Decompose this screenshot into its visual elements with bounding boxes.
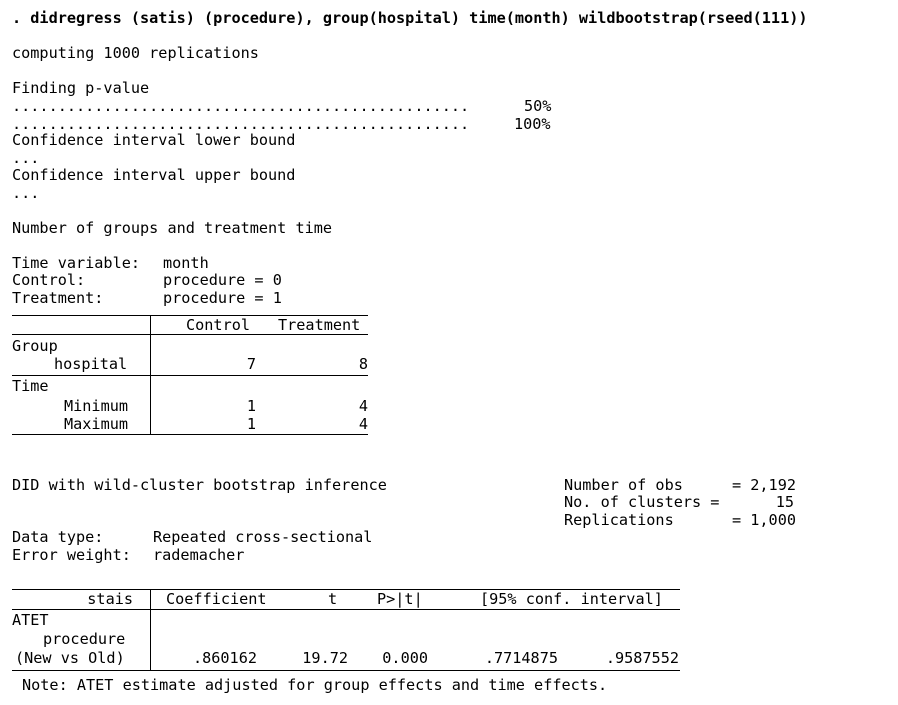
hospital-control: 7: [246, 355, 256, 373]
depvar-label: stais: [87, 590, 133, 608]
maximum-control: 1: [246, 415, 256, 433]
col-header-ci: [95% conf. interval]: [480, 590, 663, 608]
t-value: 19.72: [302, 649, 348, 667]
contrast-label: (New vs Old): [15, 649, 125, 667]
pvalue-title: Finding p-value: [12, 79, 150, 97]
minimum-control: 1: [246, 397, 256, 415]
coef-rule-bottom: [12, 670, 680, 671]
reps-value: = 1,000: [731, 511, 796, 529]
col-header-coefficient: Coefficient: [166, 590, 267, 608]
table-rule-bottom: [12, 434, 368, 435]
reps-label: Replications: [564, 511, 674, 529]
col-header-t: t: [328, 590, 338, 608]
ci-lower-dots: ...: [12, 149, 40, 167]
datatype-value: Repeated cross-sectional: [153, 528, 373, 546]
coef-rule-top: [12, 589, 680, 590]
control-value: procedure = 0: [163, 271, 282, 289]
table-rule-top: [12, 315, 368, 316]
progress-dots-2: ........................................…: [12, 115, 470, 133]
p-value: 0.000: [382, 649, 428, 667]
maximum-treatment: 4: [358, 415, 368, 433]
control-label: Control:: [12, 271, 86, 289]
groups-title: Number of groups and treatment time: [12, 219, 333, 237]
coef-divider: [150, 589, 151, 670]
time-variable-value: month: [163, 254, 209, 272]
minimum-label: Minimum: [64, 397, 129, 415]
treatment-label: Treatment:: [12, 289, 104, 307]
group-header: Group: [12, 337, 58, 355]
time-variable-label: Time variable:: [12, 254, 141, 272]
nobs-label: Number of obs: [564, 476, 683, 494]
table-rule-mid: [12, 375, 368, 376]
ci-upper-dots: ...: [12, 184, 40, 202]
progress-dots-1: ........................................…: [12, 97, 470, 115]
hospital-label: hospital: [54, 355, 128, 373]
col-header-treatment: Treatment: [278, 316, 361, 334]
ci-lower-message: Confidence interval lower bound: [12, 131, 296, 149]
nclusters-label: No. of clusters =: [564, 493, 720, 511]
col-header-p: P>|t|: [377, 590, 423, 608]
maximum-label: Maximum: [64, 415, 129, 433]
col-header-control: Control: [186, 316, 251, 334]
minimum-treatment: 4: [358, 397, 368, 415]
nclusters-value: 15: [775, 493, 794, 511]
progress-percent-1: 50%: [524, 97, 552, 115]
footnote: Note: ATET estimate adjusted for group e…: [22, 676, 608, 694]
computing-message: computing 1000 replications: [12, 44, 259, 62]
errweight-value: rademacher: [153, 546, 245, 564]
nobs-value: = 2,192: [731, 476, 796, 494]
treatment-value: procedure = 1: [163, 289, 282, 307]
ci-low-value: .7714875: [484, 649, 558, 667]
progress-percent-2: 100%: [514, 115, 551, 133]
ci-high-value: .9587552: [605, 649, 679, 667]
hospital-treatment: 8: [358, 355, 368, 373]
atet-label: ATET: [12, 611, 49, 629]
coef-rule-header: [12, 609, 680, 610]
estimation-title: DID with wild-cluster bootstrap inferenc…: [12, 476, 387, 494]
procedure-label: procedure: [43, 630, 126, 648]
command-line: . didregress (satis) (procedure), group(…: [12, 9, 808, 27]
ci-upper-message: Confidence interval upper bound: [12, 166, 296, 184]
time-header: Time: [12, 377, 49, 395]
table-rule-header: [12, 334, 368, 335]
datatype-label: Data type:: [12, 528, 104, 546]
coef-value: .860162: [192, 649, 257, 667]
table-divider: [150, 315, 151, 434]
errweight-label: Error weight:: [12, 546, 131, 564]
